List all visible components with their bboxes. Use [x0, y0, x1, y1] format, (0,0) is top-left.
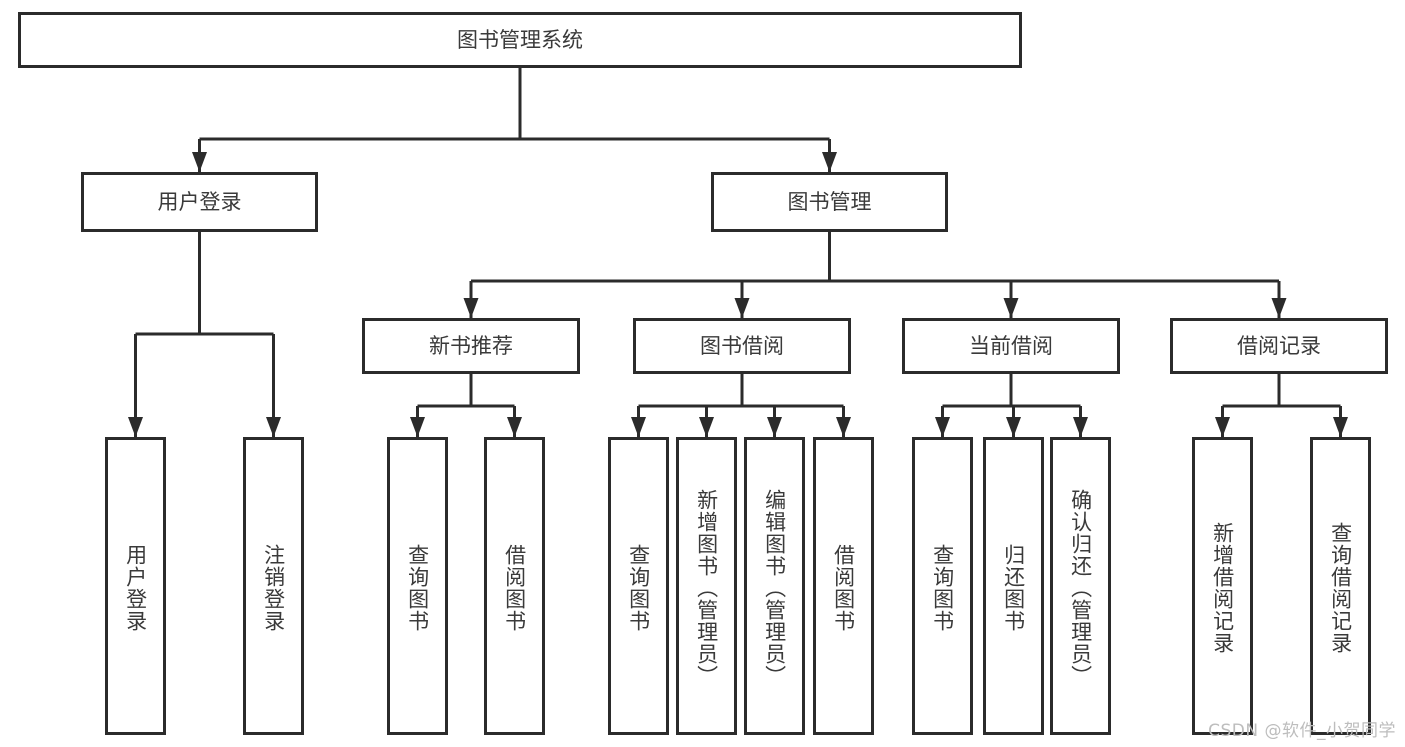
flow-node[interactable]: [813, 437, 874, 735]
arrow-head: [767, 417, 782, 437]
flow-node[interactable]: 借阅记录: [1170, 318, 1388, 374]
flow-node[interactable]: [912, 437, 973, 735]
node-box[interactable]: [711, 172, 948, 232]
node-box[interactable]: [813, 437, 874, 735]
flow-node[interactable]: 图书管理系统: [18, 12, 1022, 68]
node-box[interactable]: [983, 437, 1044, 735]
node-label: 图书管理: [788, 190, 872, 214]
node-box[interactable]: [1170, 318, 1388, 374]
arrow-head: [1271, 298, 1287, 318]
arrow-head: [192, 152, 207, 172]
node-label: 用户登录: [158, 190, 242, 214]
node-box[interactable]: [912, 437, 973, 735]
arrow-head: [128, 417, 143, 437]
flow-node[interactable]: 图书管理: [711, 172, 948, 232]
node-box[interactable]: [18, 12, 1022, 68]
arrow-head: [1006, 417, 1021, 437]
node-box[interactable]: [81, 172, 318, 232]
watermark-text: CSDN @软件_小贺同学: [1208, 721, 1396, 741]
arrow-head: [631, 417, 646, 437]
flow-node[interactable]: [744, 437, 805, 735]
node-box[interactable]: [902, 318, 1120, 374]
flow-node[interactable]: [1050, 437, 1111, 735]
arrow-head: [822, 152, 837, 172]
node-box[interactable]: [608, 437, 669, 735]
flow-node[interactable]: [1192, 437, 1253, 735]
flow-node[interactable]: [105, 437, 166, 735]
node-box[interactable]: [362, 318, 580, 374]
edges-layer: [128, 68, 1348, 437]
flow-node[interactable]: 图书借阅: [633, 318, 851, 374]
arrow-head: [463, 298, 479, 318]
node-label: 当前借阅: [969, 334, 1053, 358]
arrow-head: [1073, 417, 1088, 437]
flow-node[interactable]: [1310, 437, 1371, 735]
arrow-head: [266, 417, 281, 437]
node-box[interactable]: [105, 437, 166, 735]
flow-node[interactable]: [387, 437, 448, 735]
arrow-head: [1215, 417, 1230, 437]
node-label: 新书推荐: [429, 334, 513, 358]
flow-node[interactable]: [243, 437, 304, 735]
arrow-head: [699, 417, 714, 437]
flow-node[interactable]: 用户登录: [81, 172, 318, 232]
flow-node[interactable]: [983, 437, 1044, 735]
arrow-head: [836, 417, 851, 437]
node-box[interactable]: [243, 437, 304, 735]
arrow-head: [935, 417, 950, 437]
node-box[interactable]: [1192, 437, 1253, 735]
node-label: 图书借阅: [700, 334, 784, 358]
node-box[interactable]: [633, 318, 851, 374]
node-box[interactable]: [387, 437, 448, 735]
node-box[interactable]: [484, 437, 545, 735]
node-box[interactable]: [744, 437, 805, 735]
arrow-head: [507, 417, 522, 437]
node-box[interactable]: [1050, 437, 1111, 735]
node-box[interactable]: [1310, 437, 1371, 735]
arrow-head: [734, 298, 750, 318]
node-label: 图书管理系统: [457, 28, 583, 52]
flow-node[interactable]: 新书推荐: [362, 318, 580, 374]
flow-node[interactable]: [484, 437, 545, 735]
flow-node[interactable]: [676, 437, 737, 735]
node-box[interactable]: [676, 437, 737, 735]
flow-node[interactable]: 当前借阅: [902, 318, 1120, 374]
arrow-head: [1333, 417, 1348, 437]
node-label: 借阅记录: [1237, 334, 1321, 358]
flow-node[interactable]: [608, 437, 669, 735]
arrow-head: [410, 417, 425, 437]
arrow-head: [1003, 298, 1019, 318]
